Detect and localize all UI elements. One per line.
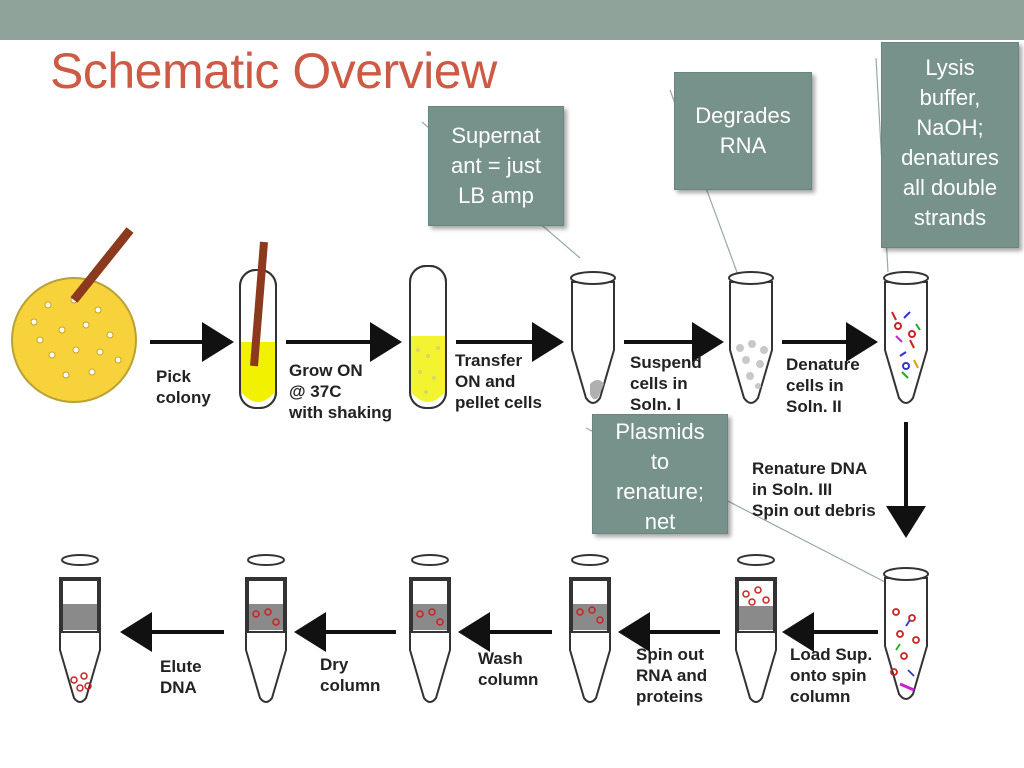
step-denature-cells: Denature cells in Soln. II — [786, 355, 860, 416]
callout-plasmids-text: Plasmids to renature; net — [615, 419, 705, 534]
slide-title: Schematic Overview — [50, 43, 497, 99]
step-renature-dna: Renature DNA in Soln. III Spin out debri… — [752, 459, 876, 520]
suspended-cells-tube — [728, 271, 774, 404]
overnight-culture-tube — [409, 265, 447, 409]
culture-tube — [239, 241, 277, 409]
header-bar — [0, 0, 1024, 40]
spin-column-spin — [569, 554, 611, 703]
step-grow-overnight: Grow ON @ 37C with shaking — [289, 361, 392, 422]
flow-arrows — [120, 322, 926, 652]
callout-supernatant-text: Supernat ant = just LB amp — [451, 123, 541, 208]
spin-column-elute — [59, 554, 101, 703]
spin-column-load — [735, 554, 777, 703]
callout-degrades-rna: Degrades RNA — [674, 72, 812, 190]
step-load-supernatant: Load Sup. onto spin column — [790, 645, 873, 706]
callout-plasmids: Plasmids to renature; net — [592, 414, 728, 534]
spin-column-wash — [409, 554, 451, 703]
step-elute-dna: Elute DNA — [160, 657, 202, 697]
petri-plate — [11, 227, 137, 403]
renatured-tube — [883, 567, 929, 700]
spin-column-dry — [245, 554, 287, 703]
callout-supernatant: Supernat ant = just LB amp — [428, 106, 564, 226]
step-dry-column: Dry column — [320, 655, 381, 695]
step-wash-column: Wash column — [478, 649, 539, 689]
callout-lysis-buffer-text: Lysis buffer, NaOH; denatures all double… — [901, 55, 999, 230]
pellet-tube — [570, 271, 616, 404]
callout-degrades-rna-text: Degrades RNA — [695, 103, 791, 158]
step-transfer-pellet: Transfer ON and pellet cells — [455, 351, 542, 412]
step-suspend-cells: Suspend cells in Soln. I — [630, 353, 702, 414]
step-pick-colony: Pick colony — [156, 367, 211, 407]
step-spin-out: Spin out RNA and proteins — [636, 645, 708, 706]
denatured-tube — [883, 271, 929, 404]
callout-lysis-buffer: Lysis buffer, NaOH; denatures all double… — [881, 42, 1019, 248]
